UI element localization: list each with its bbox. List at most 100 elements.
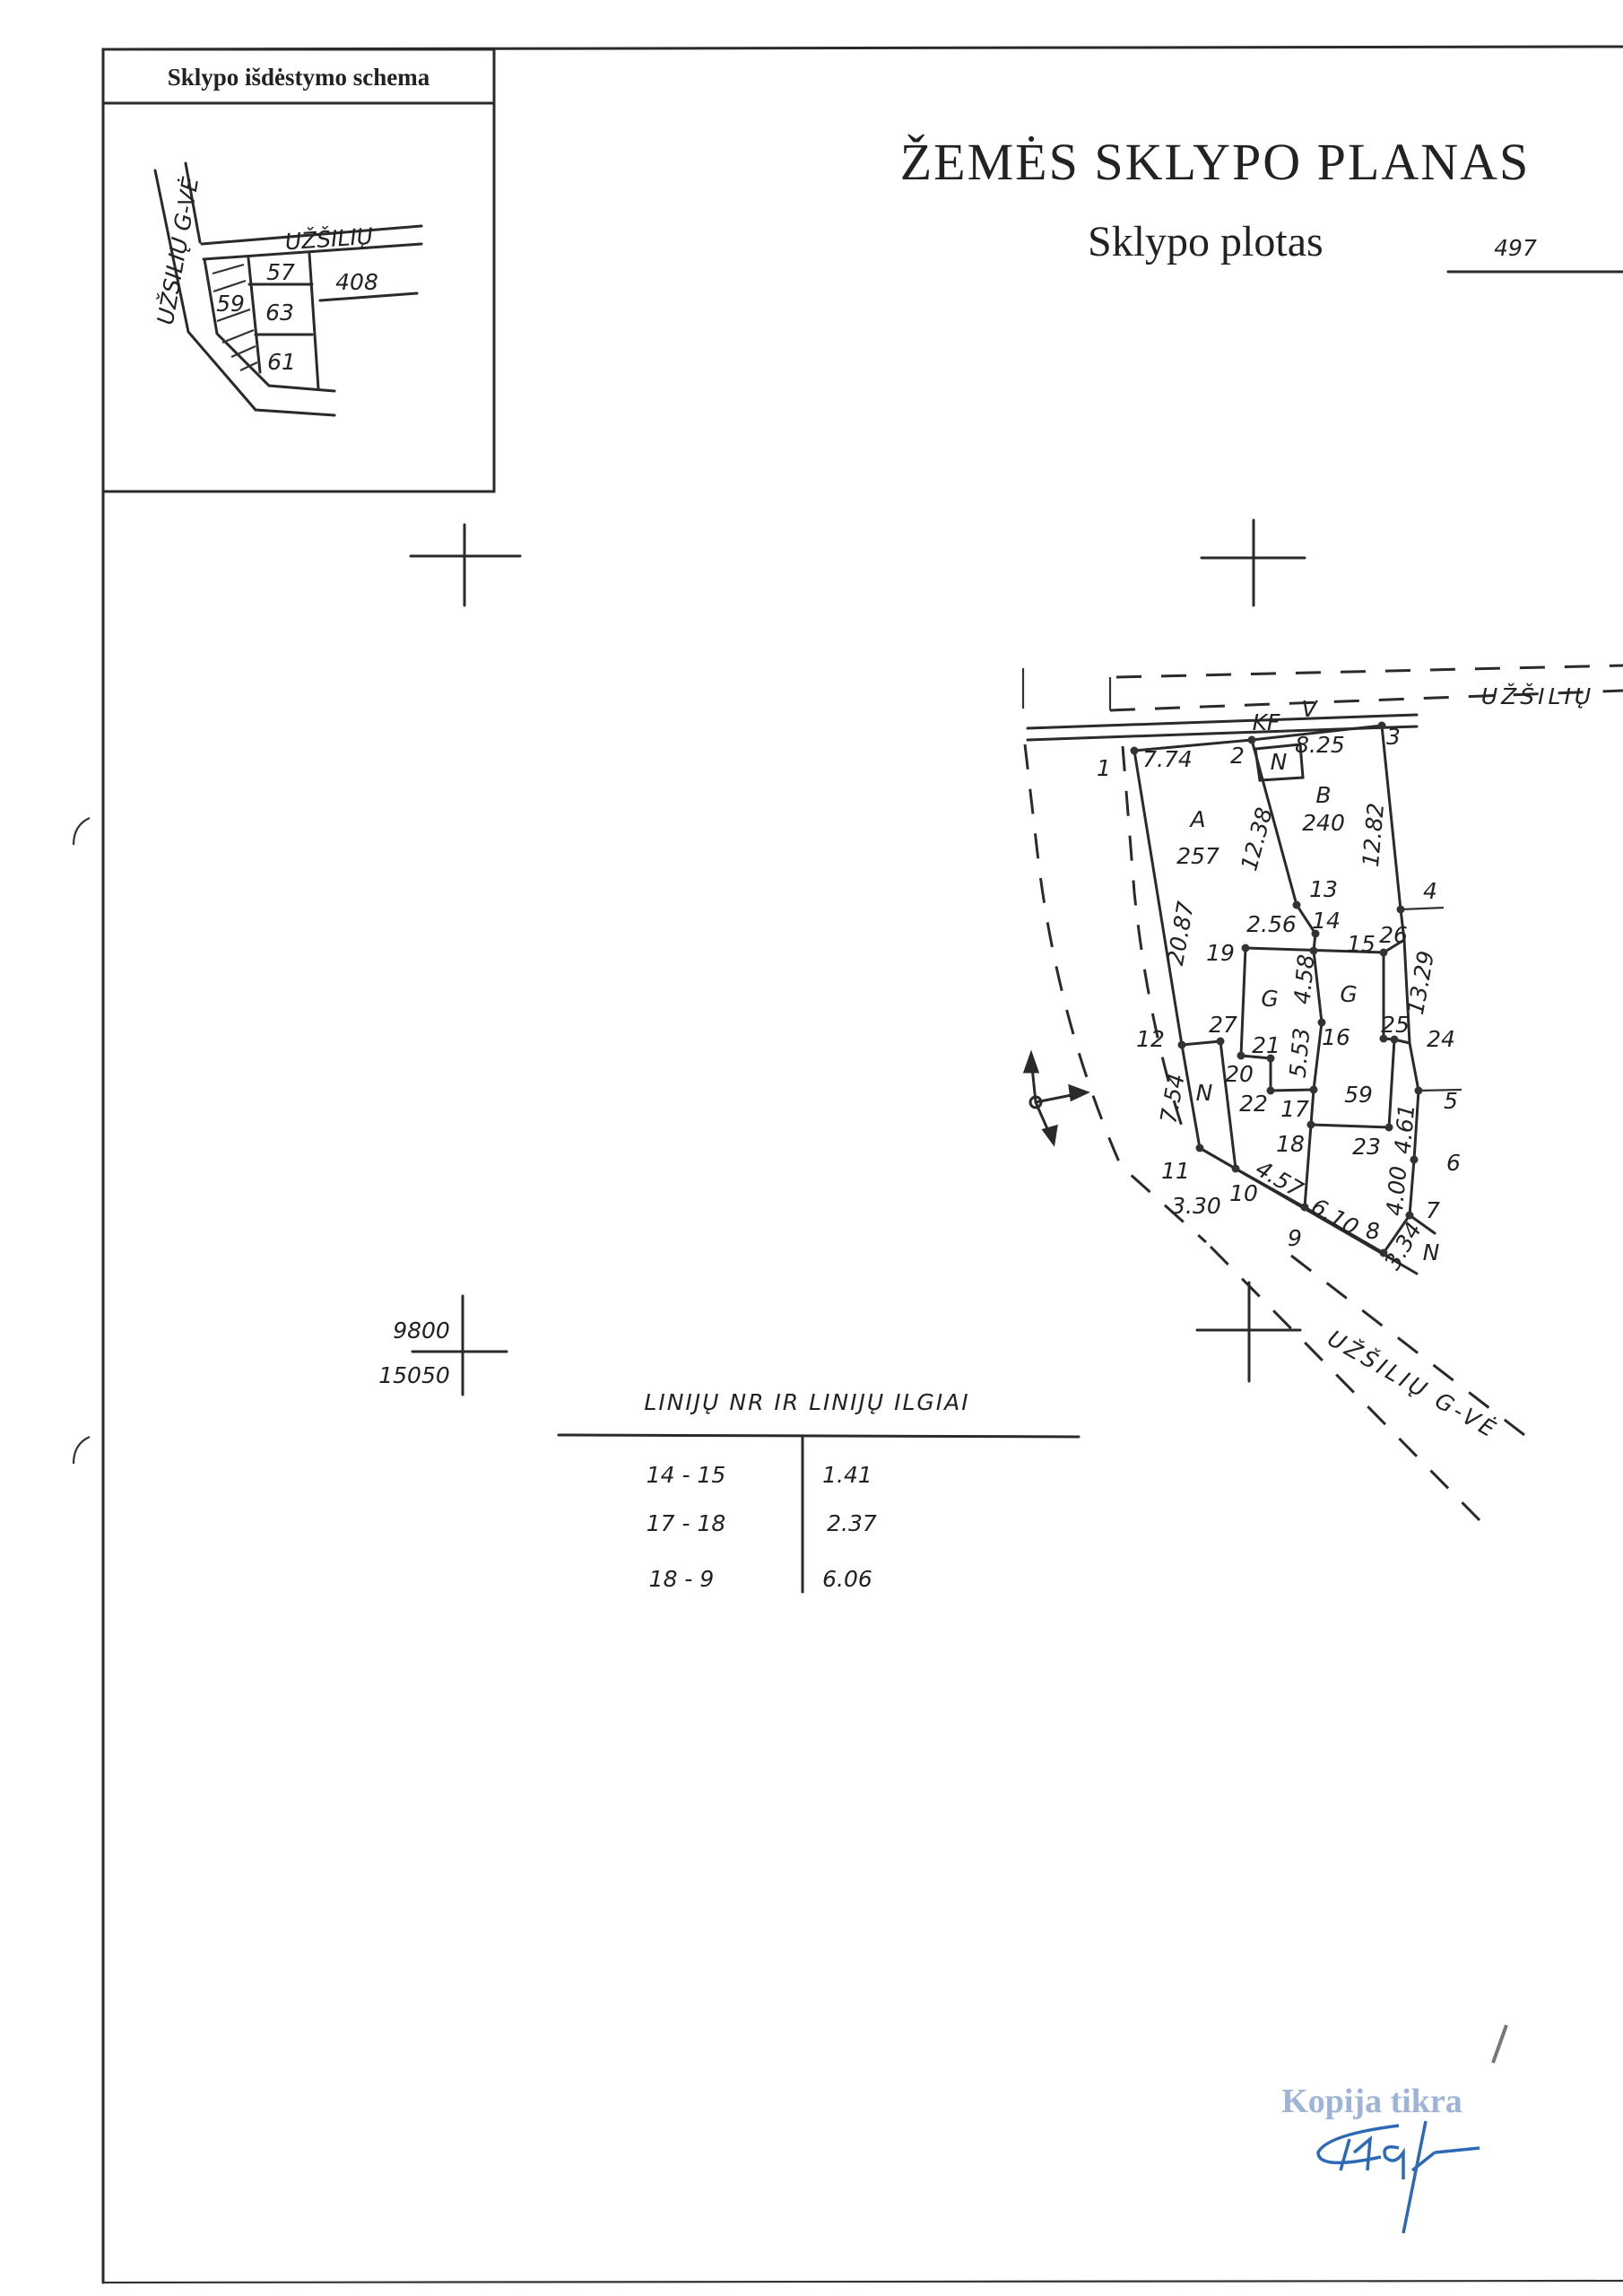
survey-point-marker xyxy=(1309,946,1318,955)
line-table-row: 17 - 18 2.37 xyxy=(647,1510,877,1536)
survey-point-marker xyxy=(1379,1248,1388,1257)
point-label-22: 22 xyxy=(1239,1091,1268,1117)
line-length: 6.06 xyxy=(822,1566,872,1592)
dimension-5-6: 4.61 xyxy=(1390,1103,1420,1155)
schema-lot-61: 61 xyxy=(267,349,296,375)
survey-point-marker xyxy=(1241,944,1250,952)
survey-point-marker xyxy=(1177,1040,1186,1049)
v-label: V xyxy=(1301,696,1318,722)
coordinate-cross: 9800 15050 xyxy=(378,1294,508,1396)
plot-area-label: Sklypo plotas xyxy=(1088,218,1324,265)
line-length: 2.37 xyxy=(827,1510,877,1536)
survey-point-marker xyxy=(1379,1034,1388,1043)
coordinate-x: 9800 xyxy=(393,1318,450,1344)
point-label-27: 27 xyxy=(1209,1012,1237,1038)
point-label-26: 26 xyxy=(1379,922,1408,948)
area-a-label: A xyxy=(1188,806,1205,832)
area-b-label: B xyxy=(1315,782,1331,808)
survey-point-marker xyxy=(1311,929,1320,938)
survey-point-marker xyxy=(1130,746,1139,755)
dimension-7-8: 3.34 xyxy=(1379,1218,1427,1274)
survey-point-marker xyxy=(1410,1155,1419,1164)
building xyxy=(1244,946,1396,1129)
area-a-value: 257 xyxy=(1176,843,1219,869)
dimension-12-11: 7.54 xyxy=(1155,1072,1189,1126)
point-label-14: 14 xyxy=(1312,908,1341,934)
survey-point-marker xyxy=(1317,1018,1326,1027)
survey-point-marker xyxy=(1309,1085,1318,1094)
survey-point-marker xyxy=(1216,1037,1225,1046)
well-box xyxy=(1254,743,1305,782)
dimension-6-7: 4.00 xyxy=(1382,1165,1412,1217)
point-label-25: 25 xyxy=(1381,1012,1410,1038)
point-label-7: 7 xyxy=(1426,1197,1440,1223)
schema-lot-57: 57 xyxy=(266,259,295,285)
signature xyxy=(1316,2120,1480,2234)
line-table-row: 14 - 15 1.41 xyxy=(647,1462,872,1488)
survey-point-marker xyxy=(1231,1164,1240,1173)
registration-cross xyxy=(1195,1281,1302,1383)
layout-schema-box: Sklypo išdėstymo schema 57 59 63 61 408 … xyxy=(101,48,496,493)
page-frame xyxy=(101,45,1623,2284)
survey-point-marker xyxy=(1414,1086,1423,1095)
dimension-2-3: 8.25 xyxy=(1295,732,1345,758)
line-lengths-table: LINIJŲ NR IR LINIJŲ ILGIAI 14 - 15 1.41 … xyxy=(557,1389,1081,1594)
survey-point-marker xyxy=(1405,1211,1414,1220)
schema-lot-63: 63 xyxy=(265,300,294,326)
page-title: ŽEMĖS SKLYPO PLANAS xyxy=(900,133,1531,191)
street-label-bottom: UŽŠILIŲ G-VĖ xyxy=(1324,1325,1504,1444)
parcel-division-line xyxy=(1250,738,1324,1209)
point-label-8: 8 xyxy=(1366,1218,1380,1244)
survey-point-marker xyxy=(1379,948,1388,957)
certification-stamp: Kopija tikra xyxy=(1281,2024,1508,2234)
point-label-12: 12 xyxy=(1136,1026,1165,1052)
punch-hole-mark xyxy=(72,1435,91,1465)
registration-cross xyxy=(1200,518,1306,607)
point-label-3: 3 xyxy=(1386,724,1401,750)
north-arrow-icon xyxy=(1022,1049,1090,1147)
survey-point-marker xyxy=(1266,1086,1275,1095)
annex-n-label: N xyxy=(1196,1080,1213,1106)
line-length: 1.41 xyxy=(822,1462,872,1488)
point-label-20: 20 xyxy=(1225,1061,1254,1087)
point-label-9: 9 xyxy=(1288,1225,1302,1251)
coordinate-y: 15050 xyxy=(378,1362,450,1388)
dimension-10-9: 4.57 xyxy=(1251,1155,1307,1203)
point-label-1: 1 xyxy=(1097,755,1111,781)
survey-point-marker xyxy=(1384,1123,1393,1132)
survey-point-marker xyxy=(1396,905,1405,914)
schema-street-top: UŽŠILIŲ xyxy=(284,222,374,256)
survey-point-marker xyxy=(1306,1120,1315,1129)
dimension-2-13: 12.38 xyxy=(1236,804,1278,874)
point-label-2: 2 xyxy=(1230,743,1245,769)
point-label-6: 6 xyxy=(1446,1150,1461,1176)
dimension-9-8: 6.10 xyxy=(1306,1193,1363,1240)
survey-point-marker xyxy=(1390,1035,1399,1044)
line-number: 14 - 15 xyxy=(647,1462,726,1488)
schema-hatching xyxy=(212,263,258,371)
dimension-13-14: 2.56 xyxy=(1246,911,1297,937)
survey-point-marker xyxy=(1195,1144,1204,1152)
building-g-label: G xyxy=(1261,986,1278,1012)
survey-point-marker xyxy=(1292,900,1301,909)
dimension-1-12: 20.87 xyxy=(1162,900,1199,968)
survey-point-marker xyxy=(1247,735,1256,744)
line-table-row: 18 - 9 6.06 xyxy=(649,1566,872,1592)
survey-point-marker xyxy=(1377,721,1386,730)
n-label: N xyxy=(1423,1239,1440,1265)
dimension-1-2: 7.74 xyxy=(1142,746,1193,772)
dimension-4-24: 13.29 xyxy=(1402,949,1439,1017)
survey-point-marker xyxy=(1266,1054,1275,1063)
point-label-23: 23 xyxy=(1352,1134,1381,1160)
plot-area-value: 497 xyxy=(1494,235,1537,261)
dimension-11-10: 3.30 xyxy=(1171,1193,1221,1219)
kf-label: KF xyxy=(1253,709,1280,735)
lot-number-label: 59 xyxy=(1344,1082,1373,1108)
point-label-11: 11 xyxy=(1161,1158,1190,1184)
line-number: 17 - 18 xyxy=(647,1510,726,1536)
stamp-text: Kopija tikra xyxy=(1281,2083,1462,2120)
point-label-19: 19 xyxy=(1206,940,1235,966)
point-label-4: 4 xyxy=(1423,878,1437,904)
point-label-18: 18 xyxy=(1276,1131,1305,1157)
